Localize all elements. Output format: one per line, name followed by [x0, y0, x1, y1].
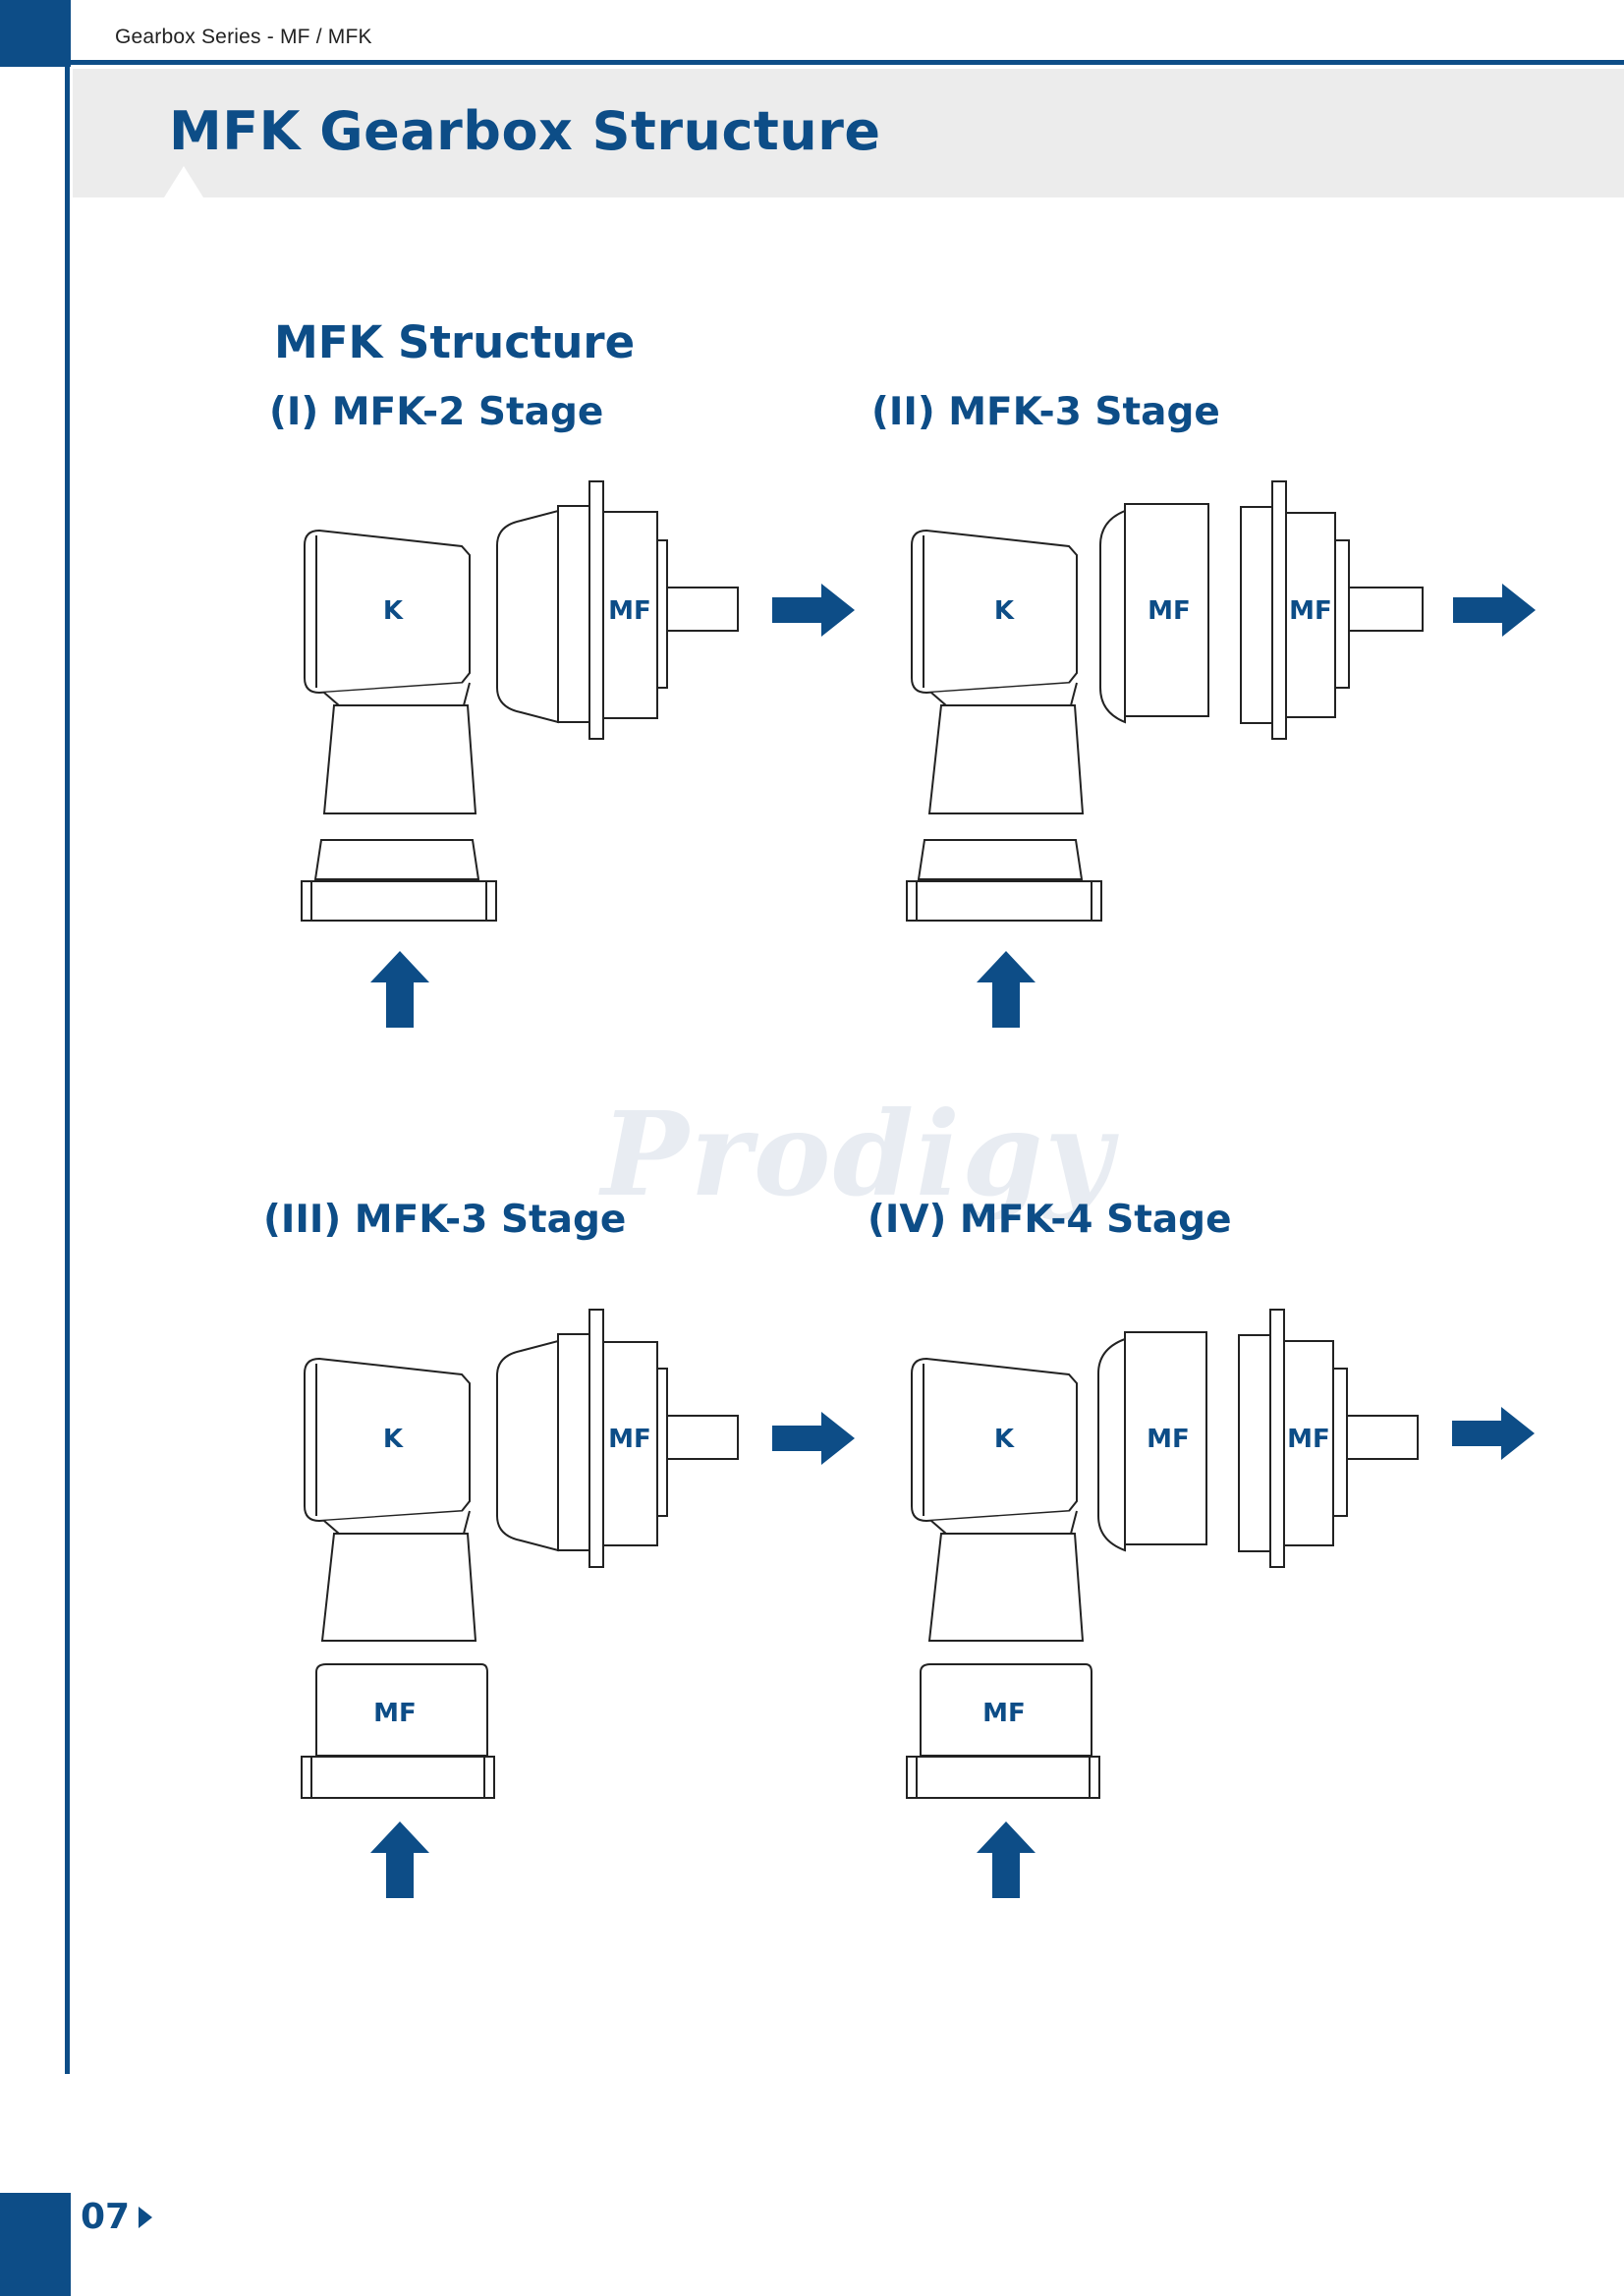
- panel-3-diagram: [301, 1309, 739, 1799]
- panel-1-mf-label: MF: [608, 596, 651, 626]
- panel-4-input-arrow: [977, 1821, 1036, 1898]
- panel-3-output-arrow: [772, 1412, 855, 1465]
- panel-1-input-adapter: [301, 839, 497, 922]
- panel-3-k-label: K: [383, 1425, 404, 1454]
- panel-1-k-housing: [304, 529, 471, 695]
- panel-3-mf-input-module: [301, 1663, 495, 1799]
- panel-3-mf-input-label: MF: [373, 1699, 417, 1728]
- page-title: MFK Gearbox Structure: [169, 100, 881, 162]
- panel-3-k-housing: [304, 1357, 471, 1523]
- panel-1-diagram: [301, 480, 739, 922]
- panel-1-k-base: [322, 704, 477, 814]
- panel-3-k-base: [320, 1533, 477, 1642]
- panel-2-mf-module-2: [1240, 480, 1424, 740]
- panel-2-mf-label-1: MF: [1148, 596, 1191, 626]
- panel-2-k-housing: [911, 529, 1078, 695]
- panel-1-input-arrow: [370, 951, 429, 1028]
- panel-3-input-arrow: [370, 1821, 429, 1898]
- panel-4-mf-input-module: [906, 1663, 1100, 1799]
- panel-4-mf-label-1: MF: [1147, 1425, 1190, 1454]
- title-band-notch: [164, 166, 203, 197]
- panel-label-3: (III) MFK-3 Stage: [263, 1198, 627, 1242]
- panel-label-2: (II) MFK-3 Stage: [871, 390, 1220, 434]
- panel-2-k-label: K: [994, 596, 1015, 626]
- panel-2-diagram: [906, 480, 1424, 922]
- footer-block: [0, 2193, 71, 2296]
- panel-3-mf-module: [496, 1309, 739, 1568]
- panel-2-mf-label-2: MF: [1289, 596, 1332, 626]
- header-rule: [67, 60, 1624, 65]
- panel-label-4: (IV) MFK-4 Stage: [868, 1198, 1232, 1242]
- panel-4-k-label: K: [994, 1425, 1015, 1454]
- page-arrow-icon: [139, 2207, 152, 2228]
- panel-1-output-arrow: [772, 584, 855, 637]
- panel-4-output-arrow: [1452, 1407, 1535, 1460]
- panel-4-mf-module-1: [1097, 1331, 1207, 1552]
- panel-1-k-label: K: [383, 596, 404, 626]
- panel-2-input-adapter: [906, 839, 1102, 922]
- panel-4-mf-input-label: MF: [982, 1699, 1026, 1728]
- panel-label-1: (I) MFK-2 Stage: [269, 390, 604, 434]
- panel-2-output-arrow: [1453, 584, 1536, 637]
- watermark-logo: Prodigy: [601, 1086, 1115, 1222]
- panel-4-k-housing: [911, 1357, 1078, 1523]
- panel-4-k-base: [927, 1533, 1085, 1642]
- title-band: [73, 69, 1624, 197]
- page-number: 07: [81, 2197, 131, 2237]
- panel-3-mf-label: MF: [608, 1425, 651, 1454]
- panel-2-input-arrow: [977, 951, 1036, 1028]
- panel-2-mf-module-1: [1099, 503, 1209, 724]
- panel-4-mf-module-2: [1238, 1309, 1419, 1568]
- panel-4-diagram: [906, 1309, 1419, 1799]
- panel-4-mf-label-2: MF: [1287, 1425, 1330, 1454]
- running-head: Gearbox Series - MF / MFK: [115, 26, 372, 48]
- section-title: MFK Structure: [274, 316, 636, 368]
- left-margin-rule: [65, 60, 70, 2074]
- header-corner-block: [0, 0, 71, 67]
- panel-1-mf-module: [496, 480, 739, 740]
- panel-2-k-base: [927, 704, 1085, 814]
